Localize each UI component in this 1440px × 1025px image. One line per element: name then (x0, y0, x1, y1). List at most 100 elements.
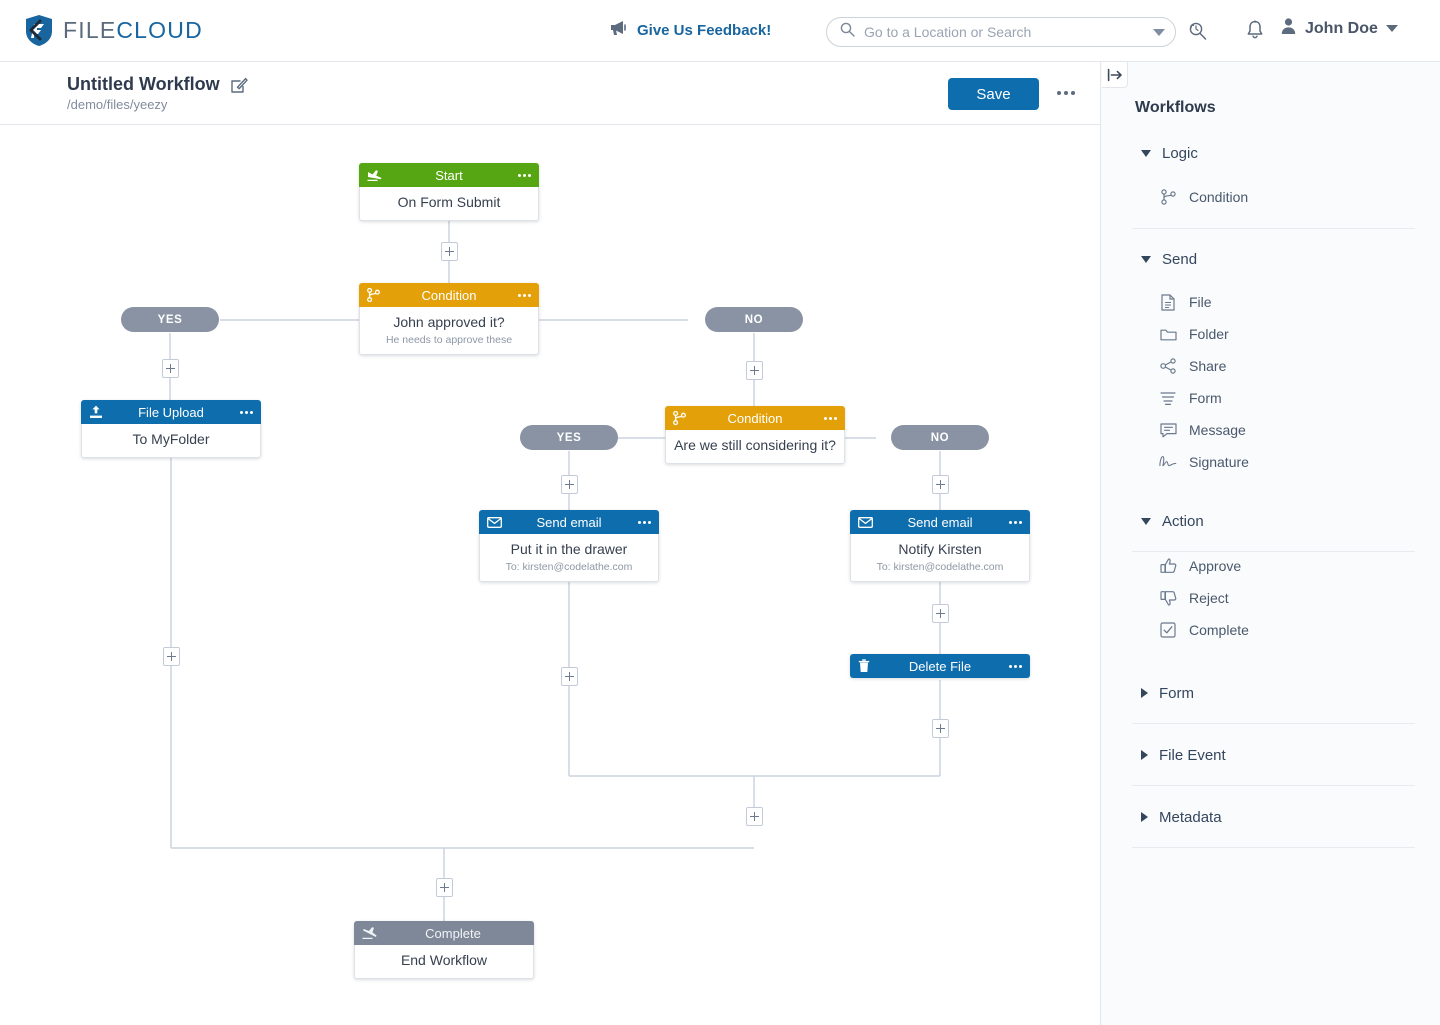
palette-group-send: Send File Folder (1101, 248, 1440, 478)
search-input[interactable] (864, 24, 1147, 40)
node-title: Condition (421, 287, 477, 303)
node-file-upload[interactable]: File Upload To MyFolder (81, 400, 261, 458)
node-title: Delete File (908, 658, 972, 674)
recent-search-icon[interactable] (1188, 21, 1207, 45)
item-label: Approve (1189, 558, 1242, 574)
palette-group-file-event: File Event (1101, 744, 1440, 766)
node-header[interactable]: Condition (359, 283, 539, 307)
group-header-metadata[interactable]: Metadata (1101, 806, 1440, 828)
node-menu-icon[interactable] (819, 416, 837, 420)
palette-item-form[interactable]: Form (1101, 382, 1440, 414)
node-menu-icon[interactable] (235, 410, 253, 414)
palette-item-complete[interactable]: Complete (1101, 614, 1440, 646)
add-node-button[interactable] (932, 719, 949, 738)
palette-item-message[interactable]: Message (1101, 414, 1440, 446)
item-label: Message (1189, 422, 1246, 438)
node-header[interactable]: Complete (354, 921, 534, 945)
group-label: Metadata (1159, 808, 1222, 826)
panel-divider (1132, 847, 1415, 848)
add-node-button[interactable] (441, 242, 458, 261)
node-menu-icon[interactable] (513, 293, 531, 297)
node-header[interactable]: Send email (850, 510, 1030, 534)
palette-item-folder[interactable]: Folder (1101, 318, 1440, 350)
group-header-action[interactable]: Action (1101, 510, 1440, 532)
group-header-file-event[interactable]: File Event (1101, 744, 1440, 766)
search-icon (840, 22, 855, 42)
brand-wordmark: FILECLOUD (63, 17, 203, 43)
node-header[interactable]: File Upload (81, 400, 261, 424)
node-body: On Form Submit (359, 187, 539, 221)
branch-icon (1159, 188, 1177, 206)
node-menu-icon[interactable] (1004, 664, 1022, 668)
node-condition-1[interactable]: Condition John approved it? He needs to … (359, 283, 539, 355)
node-title: Condition (727, 410, 783, 426)
landing-icon (362, 927, 380, 939)
give-feedback-link[interactable]: Give Us Feedback! (608, 20, 771, 40)
item-label: Folder (1189, 326, 1229, 342)
add-node-button[interactable] (436, 878, 453, 897)
add-node-button[interactable] (561, 667, 578, 686)
node-send-email-1[interactable]: Send email Put it in the drawer To: kirs… (479, 510, 659, 582)
workflow-canvas[interactable]: Start On Form Submit Condition John appr… (0, 125, 1100, 1025)
palette-item-signature[interactable]: Signature (1101, 446, 1440, 478)
back-button[interactable] (22, 18, 50, 46)
chevron-right-icon (1141, 812, 1148, 822)
thumbs-up-icon (1159, 557, 1177, 575)
branch-label-yes: YES (121, 307, 219, 332)
node-header[interactable]: Send email (479, 510, 659, 534)
node-header[interactable]: Condition (665, 406, 845, 430)
node-body-main: Put it in the drawer (510, 541, 628, 557)
node-complete[interactable]: Complete End Workflow (354, 921, 534, 979)
user-menu[interactable]: John Doe (1280, 17, 1398, 40)
node-header[interactable]: Start (359, 163, 539, 187)
chevron-down-icon[interactable] (1153, 28, 1165, 36)
node-body-main: Notify Kirsten (898, 541, 982, 557)
palette-item-condition[interactable]: Condition (1101, 181, 1440, 213)
group-header-send[interactable]: Send (1101, 248, 1440, 270)
node-menu-icon[interactable] (513, 173, 531, 177)
add-node-button[interactable] (163, 647, 180, 666)
add-node-button[interactable] (746, 807, 763, 826)
save-button[interactable]: Save (948, 78, 1039, 110)
node-send-email-2[interactable]: Send email Notify Kirsten To: kirsten@co… (850, 510, 1030, 582)
page-title: Untitled Workflow (67, 74, 220, 94)
group-header-logic[interactable]: Logic (1101, 142, 1440, 164)
node-menu-icon[interactable] (1004, 520, 1022, 524)
node-delete-file[interactable]: Delete File (850, 654, 1030, 678)
palette-item-share[interactable]: Share (1101, 350, 1440, 382)
add-node-button[interactable] (561, 475, 578, 494)
chevron-down-icon[interactable] (1385, 25, 1398, 32)
add-node-button[interactable] (932, 475, 949, 494)
palette-item-approve[interactable]: Approve (1101, 550, 1440, 582)
add-node-button[interactable] (162, 359, 179, 378)
palette-item-reject[interactable]: Reject (1101, 582, 1440, 614)
node-menu-icon[interactable] (633, 520, 651, 524)
bell-icon[interactable] (1246, 20, 1264, 45)
node-start[interactable]: Start On Form Submit (359, 163, 539, 221)
node-body-sub: To: kirsten@codelathe.com (876, 560, 1004, 573)
chevron-down-icon (1141, 517, 1151, 525)
node-body: Put it in the drawer To: kirsten@codelat… (479, 534, 659, 582)
edit-pencil-icon[interactable] (230, 76, 248, 99)
collapse-panel-icon[interactable] (1102, 62, 1128, 88)
node-condition-2[interactable]: Condition Are we still considering it? (665, 406, 845, 464)
form-icon (1159, 389, 1177, 407)
global-search-box[interactable] (826, 17, 1176, 47)
envelope-icon (487, 516, 505, 528)
add-node-button[interactable] (932, 604, 949, 623)
palette-item-file[interactable]: File (1101, 286, 1440, 318)
group-header-form[interactable]: Form (1101, 682, 1440, 704)
node-body-main: To MyFolder (132, 431, 210, 447)
brand-logo[interactable]: FILECLOUD (26, 15, 203, 46)
more-horizontal-icon[interactable] (1053, 83, 1079, 103)
add-node-button[interactable] (746, 361, 763, 380)
item-label: Condition (1189, 189, 1249, 205)
item-label: Reject (1189, 590, 1229, 606)
branch-icon (367, 288, 385, 302)
chevron-right-icon (1141, 688, 1148, 698)
group-label: Form (1159, 684, 1194, 702)
panel-divider (1132, 551, 1415, 552)
node-header[interactable]: Delete File (850, 654, 1030, 678)
panel-divider (1132, 228, 1415, 229)
node-body-sub: To: kirsten@codelathe.com (505, 560, 633, 573)
